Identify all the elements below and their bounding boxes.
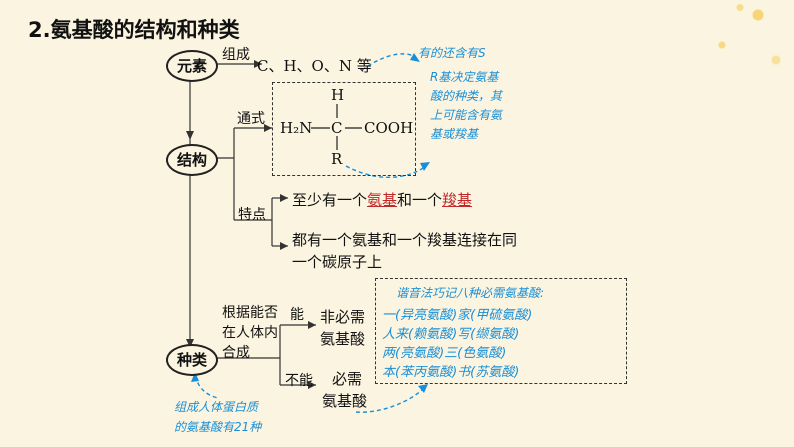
carboxyl-group-term: 羧基: [442, 191, 473, 209]
basis-line2: 在人体内: [222, 325, 278, 341]
nonessential-line2: 氨基酸: [320, 330, 366, 348]
mnemonic-title: 谐音法巧记八种必需氨基酸:: [396, 286, 545, 300]
sulfur-note: 有的还含有S: [418, 46, 486, 60]
node-elements: 元素: [166, 50, 218, 82]
feature-label: 特点: [238, 207, 266, 223]
mnemonic-line: 本(苯丙氨酸)书(苏氨酸): [382, 365, 520, 380]
node-types: 种类: [166, 344, 218, 376]
mnemonic-box: [375, 278, 627, 384]
background-decoration: [614, 0, 794, 150]
basis-line3: 合成: [222, 345, 250, 361]
essential-line1: 必需: [332, 370, 363, 388]
general-formula-label: 通式: [237, 111, 265, 127]
formula-box: [272, 82, 416, 176]
r-group-note: R基决定氨基酸的种类，其上可能含有氨基或羧基: [430, 70, 503, 141]
feature-2-line1: 都有一个氨基和一个羧基连接在同: [292, 231, 518, 249]
formula-r: R: [331, 150, 343, 168]
can-label: 能: [290, 307, 304, 323]
count-note-line1: 组成人体蛋白质: [174, 400, 259, 414]
amino-group-term: 氨基: [367, 191, 398, 209]
mnemonic-line: 人来(赖氨酸)写(缬氨酸): [382, 327, 520, 342]
formula-h: H: [331, 86, 345, 104]
node-structure: 结构: [166, 144, 218, 176]
nonessential-line1: 非必需: [320, 308, 366, 326]
feature-1: 至少有一个氨基和一个羧基: [292, 191, 473, 209]
cannot-label: 不能: [285, 373, 313, 389]
feature-2-line2: 一个碳原子上: [292, 253, 383, 271]
section-title: 2.氨基酸的结构和种类: [28, 18, 240, 42]
basis-line1: 根据能否: [222, 305, 278, 321]
composition-label: 组成: [222, 47, 250, 63]
mnemonic-line: 一(异亮氨酸)家(甲硫氨酸): [382, 308, 533, 323]
count-note-line2: 的氨基酸有21种: [174, 420, 262, 434]
formula-carboxyl: COOH: [364, 119, 414, 137]
mnemonic-line: 两(亮氨酸)三(色氨酸): [382, 346, 507, 361]
element-list: C、H、O、N 等: [257, 57, 372, 75]
formula-carbon: C: [331, 119, 343, 137]
essential-line2: 氨基酸: [322, 392, 368, 410]
formula-amino: H₂N: [280, 119, 313, 137]
